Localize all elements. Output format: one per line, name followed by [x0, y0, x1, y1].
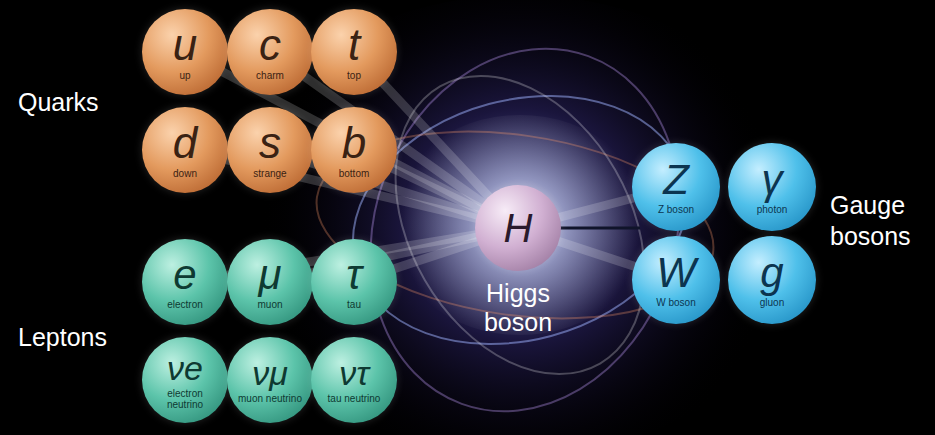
lepton-circle: νμ muon neutrino	[227, 337, 313, 423]
particle-name: electron	[149, 299, 221, 310]
particle-symbol: τ	[346, 254, 362, 296]
quark-circle: u up	[142, 9, 228, 95]
particle-name: top	[318, 70, 390, 81]
boson-circle: Z Z boson	[632, 143, 720, 231]
particle-symbol: e	[173, 254, 196, 296]
particle-name: down	[149, 168, 221, 179]
group-label: Gauge bosons	[830, 190, 930, 253]
quark-circle: s strange	[227, 107, 313, 193]
particle-symbol: νμ	[252, 356, 288, 390]
particle-name: tau neutrino	[318, 393, 390, 404]
group-label: Quarks	[18, 87, 138, 118]
particle-symbol: Z	[663, 159, 689, 201]
particle-name: up	[149, 70, 221, 81]
boson-circle: g gluon	[728, 236, 816, 324]
lepton-circle: νe electron neutrino	[142, 337, 228, 423]
quark-circle: c charm	[227, 9, 313, 95]
lepton-circle: μ muon	[227, 239, 313, 325]
particle-name: Z boson	[640, 204, 712, 215]
particle-symbol: t	[348, 23, 360, 67]
quark-circle: d down	[142, 107, 228, 193]
particle-name: muon	[234, 299, 306, 310]
particle-name: strange	[234, 168, 306, 179]
quark-circle: b bottom	[311, 107, 397, 193]
boson-circle: γ photon	[728, 143, 816, 231]
boson-circle: W W boson	[632, 236, 720, 324]
particle-symbol: H	[504, 208, 533, 248]
particle-symbol: ντ	[339, 356, 369, 390]
particle-name: bottom	[318, 168, 390, 179]
particle-name: charm	[234, 70, 306, 81]
particle-symbol: d	[173, 121, 197, 165]
particle-name: gluon	[736, 297, 808, 308]
particle-symbol: μ	[258, 254, 281, 296]
group-label: Leptons	[18, 322, 138, 353]
particle-name: muon neutrino	[234, 393, 306, 404]
lepton-circle: ντ tau neutrino	[311, 337, 397, 423]
particle-symbol: c	[259, 23, 281, 67]
particle-name: tau	[318, 299, 390, 310]
particle-symbol: g	[760, 252, 783, 294]
particle-name: electron neutrino	[149, 388, 221, 410]
particle-name: W boson	[640, 297, 712, 308]
quark-circle: t top	[311, 9, 397, 95]
lepton-circle: τ tau	[311, 239, 397, 325]
particle-name: photon	[736, 204, 808, 215]
particle-symbol: W	[656, 252, 696, 294]
particle-symbol: νe	[167, 351, 203, 385]
higgs-circle: HHiggs boson	[475, 185, 561, 271]
lepton-circle: e electron	[142, 239, 228, 325]
particle-symbol: s	[259, 121, 281, 165]
higgs-label: Higgs boson	[463, 279, 573, 337]
particle-symbol: b	[342, 121, 366, 165]
particle-symbol: γ	[762, 159, 783, 201]
particle-symbol: u	[173, 23, 197, 67]
